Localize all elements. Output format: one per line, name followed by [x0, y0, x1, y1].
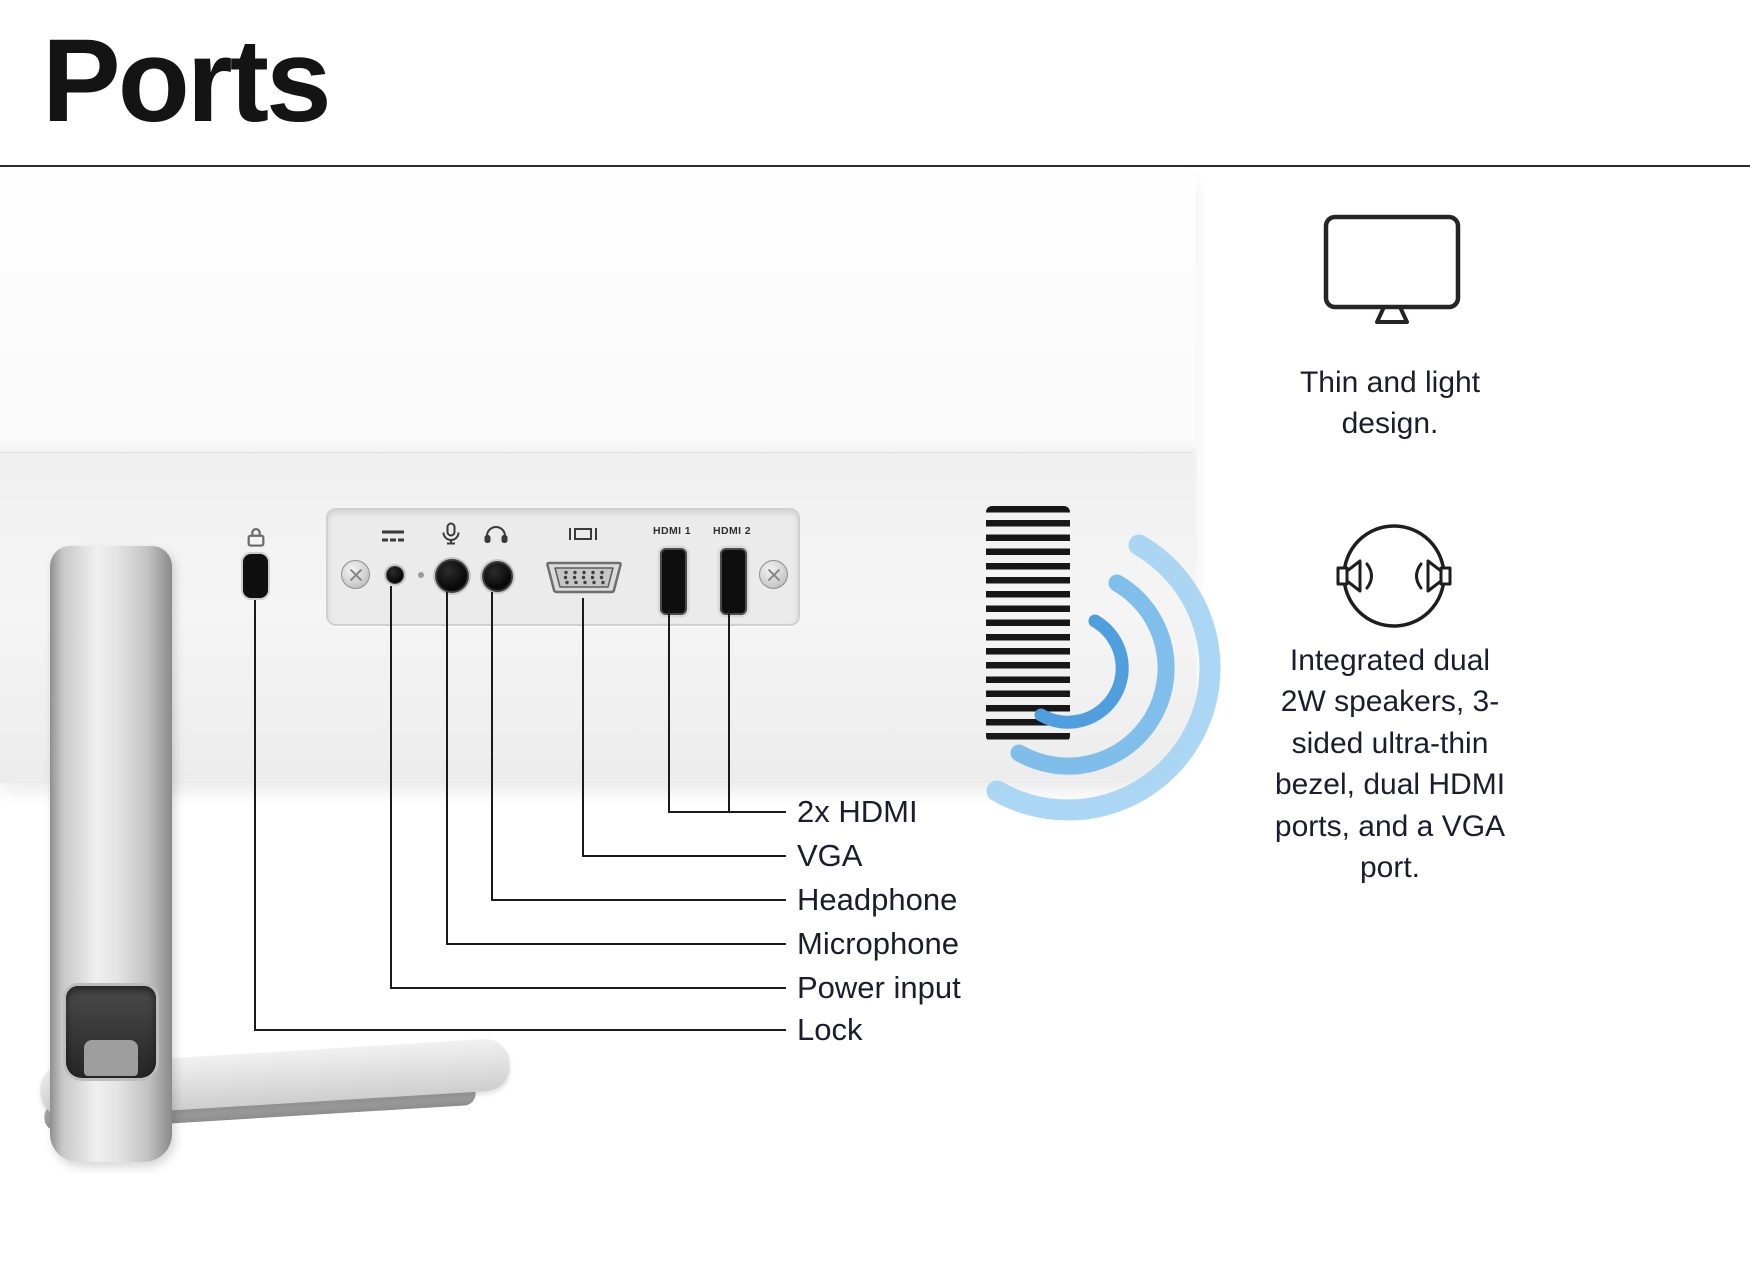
microphone-icon	[442, 522, 460, 545]
headphone-icon	[484, 526, 508, 543]
hdmi-port-2	[720, 548, 747, 615]
page-title: Ports	[42, 15, 332, 147]
monitor-panel-seam	[0, 452, 1192, 455]
power-led-dot	[418, 572, 424, 578]
callout-line-power-h	[390, 987, 786, 989]
vga-port	[546, 561, 622, 594]
hdmi-port-1	[660, 548, 687, 615]
callout-line-lock	[254, 600, 256, 1031]
callout-line-hdmi1	[668, 610, 670, 813]
vga-icon	[569, 528, 597, 540]
divider-line	[0, 165, 1750, 167]
callout-line-microphone	[446, 592, 448, 945]
callout-label-microphone: Microphone	[797, 926, 959, 961]
callout-line-headphone-h	[491, 899, 786, 901]
callout-line-lock-h	[254, 1029, 786, 1031]
sound-arc-inner	[1034, 614, 1129, 729]
sound-arc-outer	[986, 534, 1221, 821]
headphone-jack	[482, 561, 513, 592]
callout-line-vga	[582, 598, 584, 857]
screw-right	[759, 560, 788, 589]
dual-speakers-icon	[1336, 524, 1452, 628]
feature-text-thin: Thin and light design.	[1299, 366, 1481, 441]
callout-line-microphone-h	[446, 943, 786, 945]
sound-wave-arcs	[986, 534, 1221, 821]
dc-power-icon	[382, 530, 404, 542]
callout-line-power	[390, 586, 392, 989]
feature-text-speakers: Integrated dual 2W speakers, 3-sided ult…	[1274, 644, 1506, 884]
power-input-jack	[386, 566, 404, 584]
callout-line-vga-h	[582, 855, 786, 857]
callout-line-headphone	[491, 592, 493, 901]
callout-label-power: Power input	[797, 970, 961, 1005]
callout-line-hdmi2	[728, 610, 730, 813]
sound-arc-mid	[1010, 574, 1175, 775]
callout-label-hdmi: 2x HDMI	[797, 794, 918, 829]
stand-hinge	[84, 1040, 138, 1076]
lock-icon	[247, 527, 265, 547]
callout-line-hdmi-h	[668, 811, 786, 813]
callout-label-lock: Lock	[797, 1012, 863, 1047]
port-panel: HDMI 1 HDMI 2	[326, 508, 800, 626]
hdmi2-label: HDMI 2	[713, 525, 751, 537]
lock-slot	[243, 554, 268, 598]
monitor-outline-icon	[1323, 214, 1461, 324]
screw-left	[341, 560, 370, 589]
hdmi1-label: HDMI 1	[653, 525, 691, 537]
callout-label-headphone: Headphone	[797, 882, 958, 917]
microphone-jack	[435, 559, 469, 593]
callout-label-vga: VGA	[797, 838, 863, 873]
speaker-grille	[986, 506, 1070, 742]
